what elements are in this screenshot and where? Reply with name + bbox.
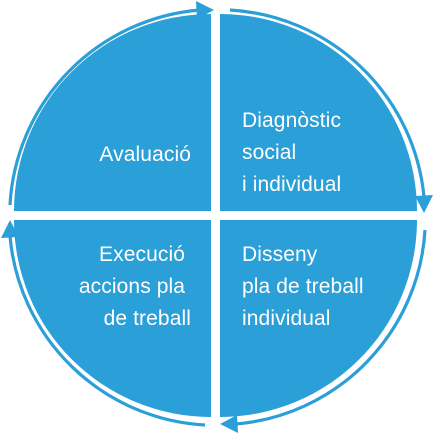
quadrant-disseny: [220, 220, 417, 417]
label-execucio-line-1: Execució: [99, 243, 185, 266]
top-clockwise-arrow: [8, 8, 201, 206]
label-avaluacio-line-1: Avaluació: [99, 143, 191, 166]
right-arrowhead-icon: [415, 195, 433, 213]
quadrant-execucio: [14, 220, 211, 417]
quadrant-diagnostic: [220, 14, 417, 211]
left-clockwise-arrow: [8, 235, 206, 427]
right-clockwise-arrow: [229, 8, 426, 198]
quadrant-labels: Avaluació Diagnòstic social i individual…: [79, 109, 370, 330]
label-execucio-line-2: accions pla: [79, 275, 185, 298]
label-disseny-line-3: individual: [242, 307, 331, 330]
label-execucio: Execució accions pla de treball: [79, 243, 191, 330]
label-diagnostic: Diagnòstic social i individual: [242, 109, 347, 196]
label-diagnostic-line-1: Diagnòstic: [242, 109, 341, 132]
label-disseny: Disseny pla de treball individual: [242, 243, 370, 330]
label-disseny-line-1: Disseny: [242, 243, 318, 266]
label-diagnostic-line-2: social: [242, 141, 296, 164]
label-disseny-line-2: pla de treball: [242, 275, 364, 298]
bottom-clockwise-arrow: [235, 229, 427, 426]
label-avaluacio: Avaluació: [99, 143, 191, 166]
quadrants: [14, 14, 417, 417]
label-diagnostic-line-3: i individual: [242, 173, 341, 196]
bottom-clockwise-arrow-group: [220, 229, 427, 433]
bottom-arrowhead-icon: [220, 415, 238, 433]
label-execucio-line-3: de treball: [104, 307, 191, 330]
quadrant-avaluacio: [14, 14, 211, 211]
right-clockwise-arrow-group: [229, 8, 433, 213]
